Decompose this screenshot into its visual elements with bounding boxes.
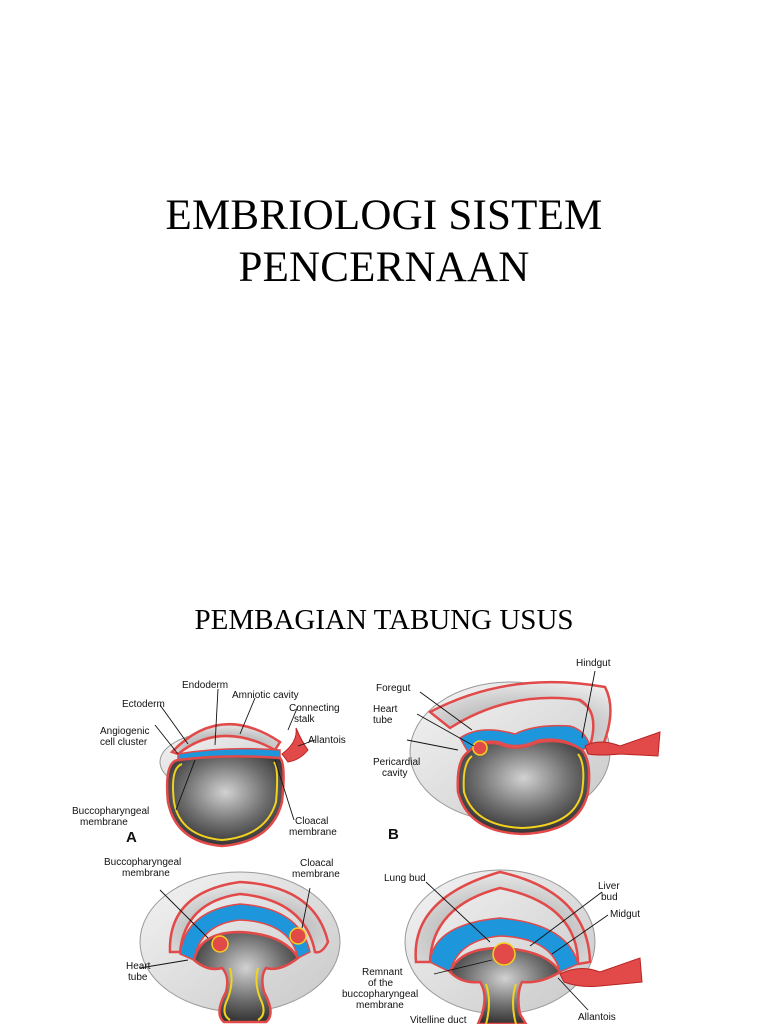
panel-c-cloaca-shape: [289, 927, 307, 945]
label-lung-bud: Lung bud: [384, 873, 426, 884]
panel-c-yolk-stalk: [192, 930, 300, 1024]
label-midgut: Midgut: [610, 909, 640, 920]
panel-letter-b: B: [388, 826, 399, 843]
panel-d-allantois-shape: [559, 957, 643, 987]
panel-c-endoderm-line: [223, 967, 265, 1021]
label-vitelline-duct: Vitelline duct: [410, 1015, 467, 1024]
panel-d: Lung bud Liver bud Midgut Remnant of the…: [342, 869, 643, 1024]
label-heart-tube-b-1: Heart: [373, 704, 398, 715]
label-ectoderm: Ectoderm: [122, 699, 165, 710]
label-c-buccopharyngeal-2: membrane: [122, 868, 170, 879]
panel-d-heart-shape: [492, 942, 516, 966]
title-line-1: EMBRIOLOGI SISTEM: [165, 192, 603, 239]
panel-d-endoderm-line: [485, 983, 517, 1024]
label-buccopharyngeal-2: membrane: [80, 817, 128, 828]
label-c-buccopharyngeal-1: Buccopharyngeal: [104, 857, 181, 868]
panel-a: Endoderm Amniotic cavity Ectoderm Connec…: [72, 680, 346, 848]
panel-b-heart-tube-shape: [472, 740, 488, 756]
label-endoderm: Endoderm: [182, 680, 228, 691]
label-amniotic-cavity: Amniotic cavity: [232, 690, 299, 701]
label-c-heart-tube-1: Heart: [126, 961, 151, 972]
title-slide: EMBRIOLOGI SISTEM PENCERNAAN: [0, 190, 768, 294]
section-title: PEMBAGIAN TABUNG USUS: [194, 604, 574, 636]
slide-title: EMBRIOLOGI SISTEM PENCERNAAN: [0, 190, 768, 294]
label-heart-tube-b-2: tube: [373, 715, 393, 726]
label-allantois: Allantois: [308, 735, 346, 746]
panel-b-allantois-shape: [584, 731, 661, 757]
label-angiogenic-2: cell cluster: [100, 737, 148, 748]
label-buccopharyngeal-1: Buccopharyngeal: [72, 806, 149, 817]
label-cloacal-1: Cloacal: [295, 816, 328, 827]
label-remnant-2: of the: [368, 978, 393, 989]
panel-d-gut-endoderm: [429, 917, 579, 974]
label-liver-bud-1: Liver: [598, 881, 620, 892]
panel-c-amnion: [168, 880, 330, 954]
panel-a-allantois-shape: [281, 727, 309, 763]
title-line-2: PENCERNAAN: [238, 244, 530, 291]
content-slide: PEMBAGIAN TABUNG USUS: [0, 512, 768, 1024]
label-connecting-stalk-1: Connecting: [289, 703, 340, 714]
panel-a-amnion: [169, 723, 282, 756]
label-remnant-1: Remnant: [362, 967, 403, 978]
label-pericardial-1: Pericardial: [373, 757, 420, 768]
label-connecting-stalk-2: stalk: [294, 714, 316, 725]
panel-c-heart-tube-shape: [211, 935, 229, 953]
panel-d-amnion: [414, 870, 592, 966]
panel-c: Buccopharyngeal membrane Cloacal membran…: [104, 857, 341, 1024]
label-c-heart-tube-2: tube: [128, 972, 148, 983]
panel-b: Foregut Heart tube Pericardial cavity Hi…: [373, 658, 661, 843]
label-angiogenic-1: Angiogenic: [100, 726, 149, 737]
panel-a-yolk-sac: [165, 755, 285, 848]
panel-letter-a: A: [126, 829, 137, 846]
label-d-allantois: Allantois: [578, 1012, 616, 1023]
panel-c-gut-endoderm: [179, 903, 311, 962]
label-cloacal-2: membrane: [289, 827, 337, 838]
embryo-diagram: Endoderm Amniotic cavity Ectoderm Connec…: [72, 658, 661, 1024]
label-foregut: Foregut: [376, 683, 411, 694]
label-remnant-3: buccopharyngeal: [342, 989, 418, 1000]
label-c-cloacal-2: membrane: [292, 869, 340, 880]
label-hindgut: Hindgut: [576, 658, 611, 669]
panel-b-yolk-sac: [456, 739, 591, 836]
label-pericardial-2: cavity: [382, 768, 408, 779]
label-remnant-4: membrane: [356, 1000, 404, 1011]
embryo-figure: Endoderm Amniotic cavity Ectoderm Connec…: [60, 642, 720, 1024]
label-c-cloacal-1: Cloacal: [300, 858, 333, 869]
panel-a-endoderm-line: [172, 761, 279, 842]
label-liver-bud-2: bud: [601, 892, 618, 903]
panel-b-endoderm-line: [462, 753, 585, 830]
